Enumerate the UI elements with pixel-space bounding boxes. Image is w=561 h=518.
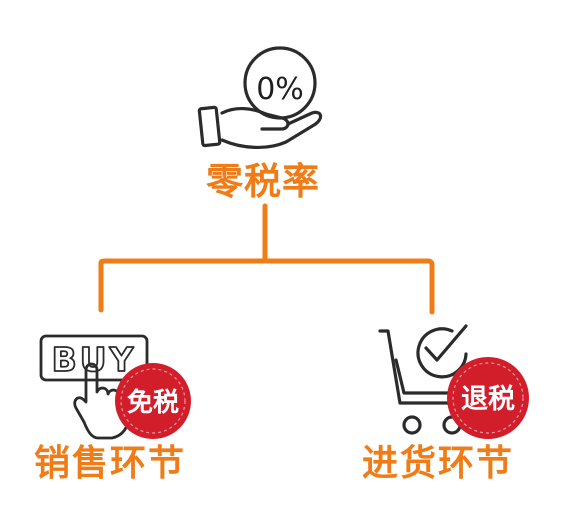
palm-outline (220, 107, 290, 131)
palm-lower (220, 110, 323, 150)
cart-body (378, 329, 472, 405)
badge-circle (447, 357, 529, 439)
tax-refund-badge: 退税 (447, 357, 529, 439)
branch-line (98, 258, 435, 315)
sleeve-cuff (197, 105, 222, 148)
buy-sign-text: BUY (52, 340, 137, 379)
purchase-stage-label: 进货环节 (362, 443, 515, 484)
buy-sign (39, 334, 149, 382)
badge-ring (120, 368, 186, 434)
pointing-hand (73, 362, 131, 440)
badge-text: 免税 (127, 387, 179, 418)
check-mark-icon (424, 324, 468, 362)
connector-lines (98, 203, 435, 315)
badge-text: 退税 (461, 384, 515, 415)
cart-wheel-left (402, 415, 422, 435)
cart-basket (394, 358, 466, 395)
badge-ring (452, 362, 524, 434)
hand-coin-icon: 0% (197, 46, 323, 150)
duty-free-badge: 免税 (115, 363, 191, 439)
badge-circle (115, 363, 191, 439)
sales-stage-label: 销售环节 (34, 443, 187, 484)
buy-hand-icon: BUY (39, 334, 149, 440)
root-label: 零税率 (206, 160, 320, 203)
coin-percent-text: 0% (256, 72, 304, 107)
